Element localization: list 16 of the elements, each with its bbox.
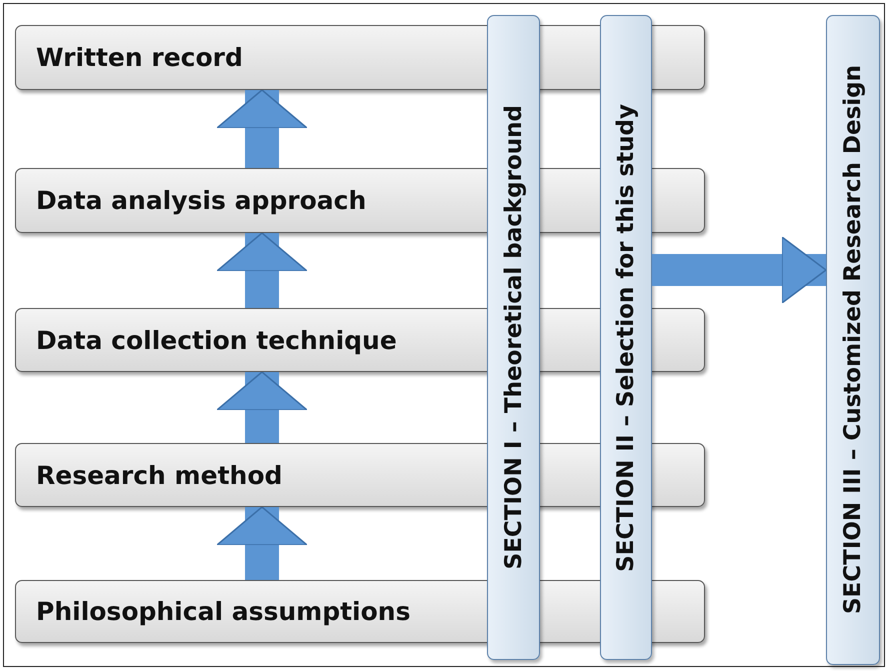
section-bar	[487, 15, 540, 660]
block-arrow	[216, 371, 308, 443]
section-label: SECTION II – Selection for this study	[613, 104, 639, 572]
step-label: Research method	[36, 460, 282, 490]
section-bar	[826, 15, 880, 665]
step-label: Written record	[36, 43, 243, 72]
block-arrow	[652, 236, 827, 304]
section-label: SECTION III – Customized Research Design	[840, 65, 866, 615]
step-label: Data analysis approach	[36, 186, 366, 215]
block-arrow	[216, 89, 308, 168]
section-label: SECTION I – Theoretical background	[500, 105, 526, 570]
section-bar	[600, 15, 652, 660]
block-arrow	[216, 232, 308, 308]
block-arrow	[216, 506, 308, 580]
step-label: Data collection technique	[36, 326, 397, 354]
step-label: Philosophical assumptions	[36, 597, 410, 626]
